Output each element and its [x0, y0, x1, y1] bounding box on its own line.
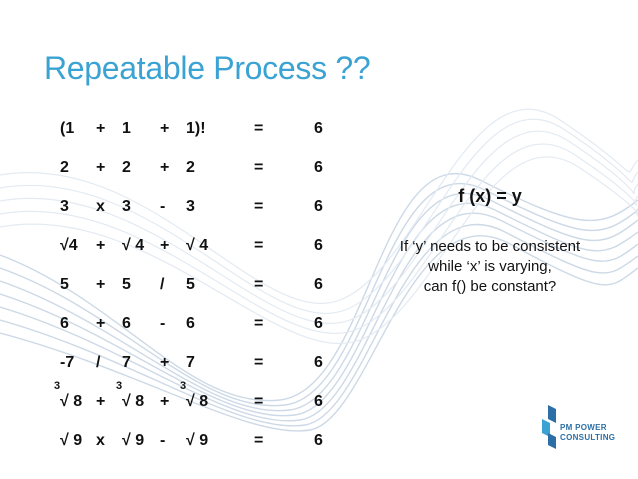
equation-term: √ 8	[60, 393, 83, 410]
equation-equals: =	[254, 159, 264, 176]
equation-term: 5	[60, 276, 69, 293]
equation-term: √ 9	[60, 432, 83, 449]
equation-operator: -	[160, 432, 166, 449]
equation-operator: +	[96, 315, 106, 332]
equation-result: 6	[314, 120, 323, 137]
equation-operator: /	[160, 276, 165, 293]
equation-equals: =	[254, 315, 264, 332]
equation-row: 2 +2 +2 = 6	[0, 155, 360, 181]
equation-term: √ 4	[186, 237, 209, 254]
equation-term: √ 4	[122, 237, 145, 254]
equation-term: 7	[186, 354, 195, 371]
equation-row: (1 +1 +1)! = 6	[0, 116, 360, 142]
equation-term: √ 9	[122, 432, 145, 449]
equation-operator: +	[160, 120, 170, 137]
equation-result: 6	[314, 432, 323, 449]
equation-term: 2	[60, 159, 69, 176]
equation-term: 6	[122, 315, 131, 332]
equation-equals: =	[254, 198, 264, 215]
note-line-3: can f() be constant?	[423, 278, 557, 295]
question-note: If ‘y’ needs to be consistent while ‘x’ …	[370, 237, 610, 297]
logo-mark-icon	[542, 405, 556, 449]
equation-term: 3	[186, 198, 195, 215]
equation-term: 3	[60, 198, 69, 215]
equation-operator: +	[160, 237, 170, 254]
equation-operator: +	[96, 276, 106, 293]
equation-term: 7	[122, 354, 131, 371]
equation-result: 6	[314, 198, 323, 215]
equation-term: √4	[60, 237, 78, 254]
equation-result: 6	[314, 276, 323, 293]
note-line-2: while ‘x’ is varying,	[428, 258, 552, 275]
note-line-1: If ‘y’ needs to be consistent	[399, 238, 581, 255]
equation-operator: +	[96, 159, 106, 176]
equation-operator: x	[96, 198, 105, 215]
equation-operator: +	[160, 393, 170, 410]
equation-operator: x	[96, 432, 105, 449]
equation-operator: +	[96, 237, 106, 254]
equation-term: 6	[186, 315, 195, 332]
equation-equals: =	[254, 432, 264, 449]
slide-title: Repeatable Process ??	[44, 50, 371, 86]
equation-operator: +	[160, 354, 170, 371]
equation-equals: =	[254, 120, 264, 137]
equation-term: √ 9	[186, 432, 209, 449]
logo-line-2: CONSULTING	[560, 433, 616, 442]
equation-result: 6	[314, 393, 323, 410]
equation-term: 1	[122, 120, 131, 137]
equation-equals: =	[254, 237, 264, 254]
equation-term: 3	[122, 198, 131, 215]
equation-operator: +	[96, 393, 106, 410]
function-label: f (x) = y	[458, 186, 522, 206]
equation-term: -7	[60, 354, 75, 371]
root-index: 3	[180, 380, 187, 392]
equation-equals: =	[254, 393, 264, 410]
equation-row: 5 +5 / 5 = 6	[0, 272, 360, 298]
equation-equals: =	[254, 354, 264, 371]
equation-term: 1)!	[186, 120, 206, 137]
equation-term: (1	[60, 120, 75, 137]
equation-result: 6	[314, 354, 323, 371]
equation-operator: -	[160, 315, 166, 332]
equation-term: √ 8	[186, 393, 209, 410]
pm-power-consulting-logo: PM POWER CONSULTING	[540, 405, 626, 455]
root-index: 3	[54, 380, 61, 392]
equation-term: √ 8	[122, 393, 145, 410]
equation-term: 2	[122, 159, 131, 176]
equation-operator: -	[160, 198, 166, 215]
equation-result: 6	[314, 315, 323, 332]
equation-equals: =	[254, 276, 264, 293]
root-index: 3	[116, 380, 123, 392]
equation-term: 2	[186, 159, 195, 176]
logo-line-1: PM POWER	[560, 423, 607, 432]
equation-row: -7 / 7 +7 = 6	[0, 350, 360, 376]
equation-result: 6	[314, 237, 323, 254]
equation-result: 6	[314, 159, 323, 176]
equation-operator: +	[96, 120, 106, 137]
equation-term: 5	[122, 276, 131, 293]
equation-term: 5	[186, 276, 195, 293]
equation-term: 6	[60, 315, 69, 332]
equation-row: √4 + √ 4 + √ 4 = 6	[0, 233, 360, 259]
equation-operator: +	[160, 159, 170, 176]
equation-operator: /	[96, 354, 101, 371]
equation-row: 6 +6 - 6 = 6	[0, 311, 360, 337]
